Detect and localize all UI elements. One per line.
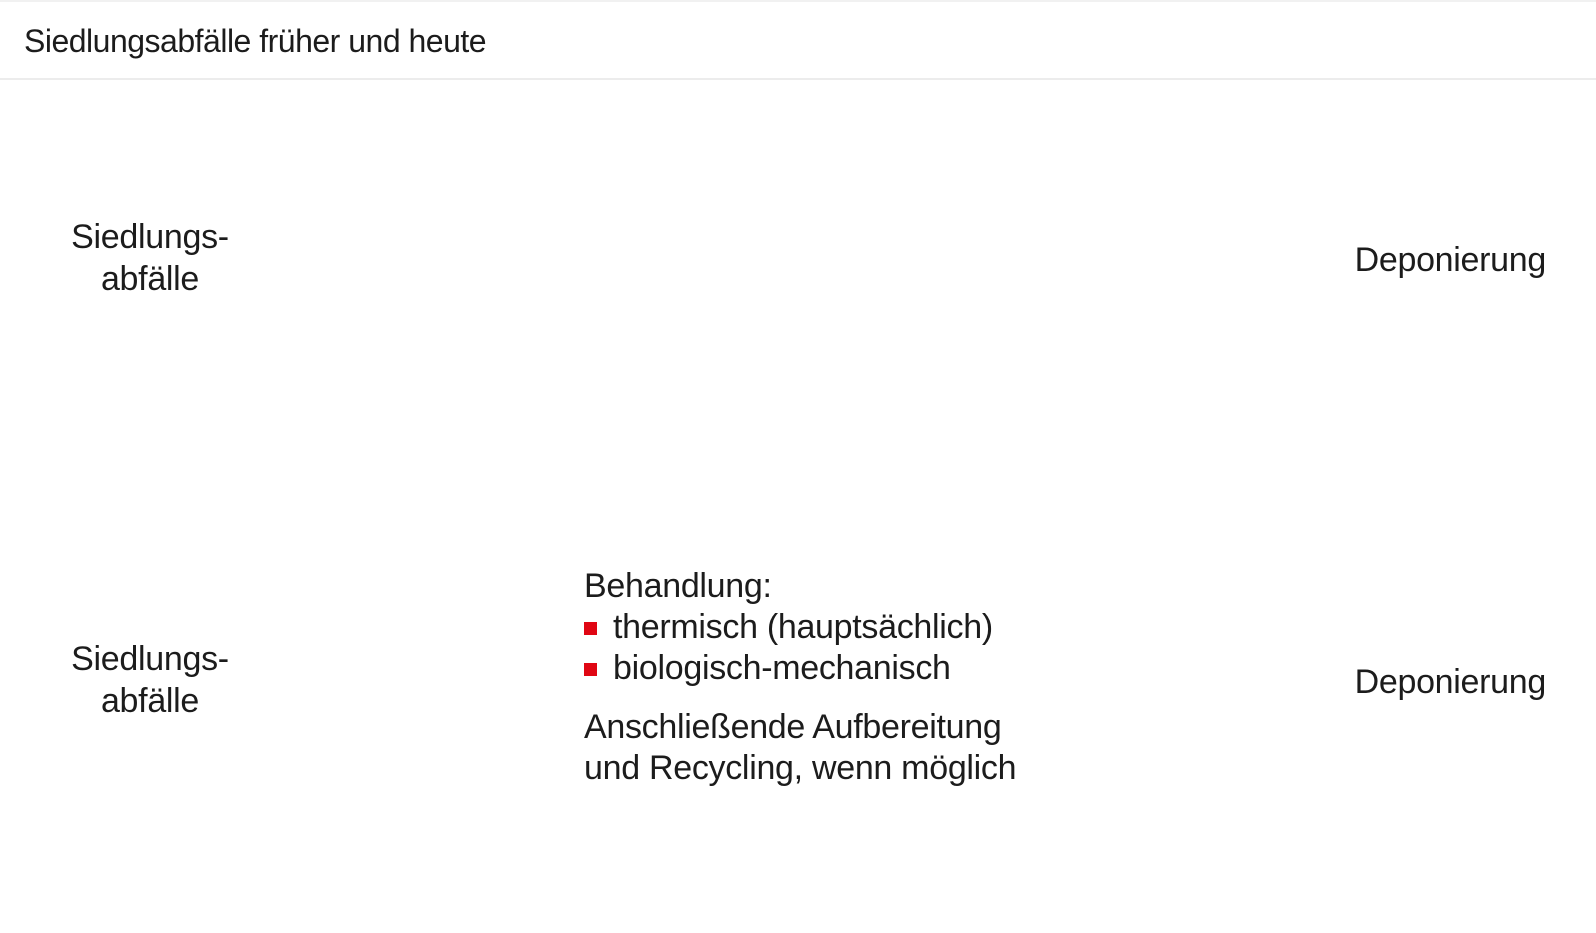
source-label-line1: Siedlungs- [71, 640, 229, 678]
treatment-note-line2: und Recycling, wenn möglich [584, 749, 1017, 787]
treatment-block: Behandlung: thermisch (hauptsächlich) bi… [584, 566, 1017, 789]
bullet-item-label: thermisch (hauptsächlich) [613, 608, 993, 646]
treatment-note-line1: Anschließende Aufbereitung [584, 708, 1002, 746]
source-label-present: Siedlungs- abfälle [40, 638, 260, 722]
bullet-item-label: biologisch-mechanisch [613, 649, 951, 687]
bullet-square-icon [584, 622, 597, 635]
source-label-line1: Siedlungs- [71, 218, 229, 256]
source-label-past: Siedlungs- abfälle [40, 216, 260, 300]
destination-label-present: Deponierung [1354, 663, 1547, 701]
bullet-square-icon [584, 663, 597, 676]
bullet-item: thermisch (hauptsächlich) [584, 607, 1016, 648]
bullet-item: biologisch-mechanisch [584, 648, 1016, 689]
source-label-line2: abfälle [100, 682, 200, 720]
source-label-line2: abfälle [100, 260, 200, 298]
treatment-bullet-list: thermisch (hauptsächlich) biologisch-mec… [584, 607, 1016, 689]
top-edge-line [0, 0, 1596, 2]
treatment-heading: Behandlung: [584, 567, 772, 605]
slide-title: Siedlungsabfälle früher und heute [24, 23, 487, 59]
destination-label-past: Deponierung [1354, 241, 1547, 279]
header-divider [0, 78, 1596, 80]
treatment-note: Anschließende Aufbereitung und Recycling… [584, 707, 1017, 789]
